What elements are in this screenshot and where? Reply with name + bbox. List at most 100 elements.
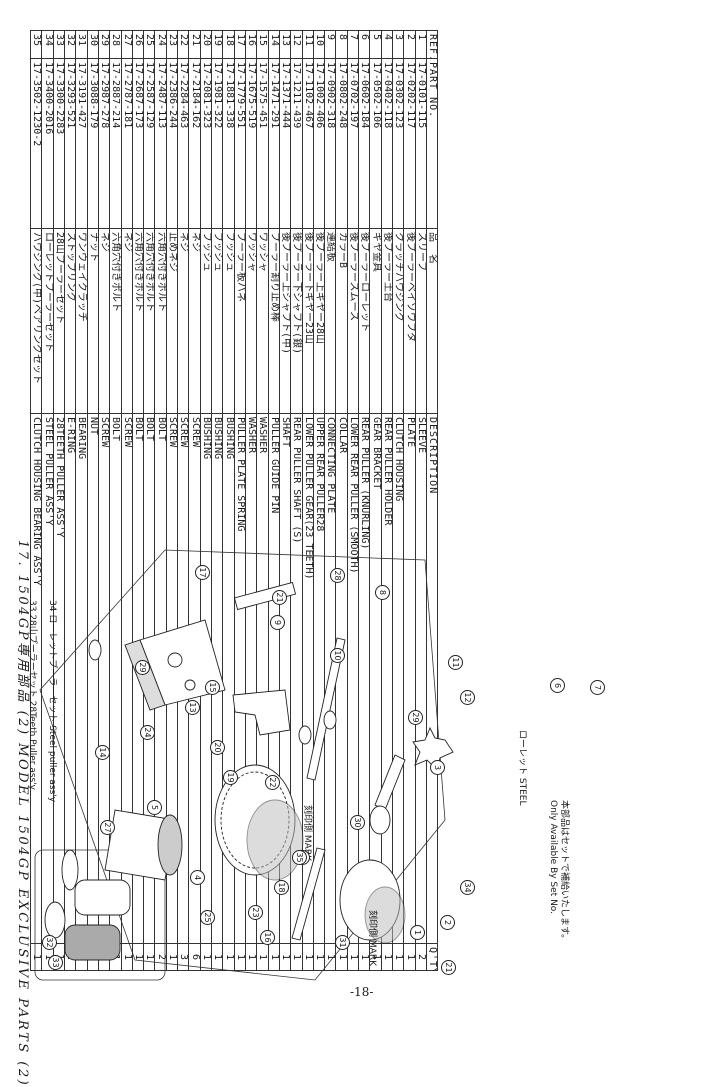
exploded-diagram [20,520,465,990]
knurl-label-jp: ローレット [517,730,527,776]
callout-bubble: 35 [292,850,307,865]
cell-name-jp: ナット [87,228,99,414]
cell-name-jp: 六角穴付きボルト [155,228,167,414]
cell-part-no: 17-0902-318 [324,58,336,229]
callout-bubble: 6 [550,678,565,693]
callout-bubble: 16 [260,930,275,945]
cell-name-jp: ワンウェイクラッチ [75,228,88,414]
cell-name-jp: 後プーラーベイゾウフタ [403,228,416,414]
callout-bubble: 34 [460,880,475,895]
cell-ref: 1 [415,30,427,59]
cell-part-no: 17-0502-106 [369,58,382,229]
cell-part-no: 17-2487-113 [155,58,167,229]
cell-ref: 16 [245,30,257,59]
cell-ref: 22 [177,30,189,59]
callout-bubble: 4 [190,870,205,885]
cell-part-no: 17-1675-519 [245,58,257,229]
cell-ref: 13 [279,30,291,59]
set34-legend: 34 ローレットプーラーセット Steel puller ass'y [47,600,60,802]
cell-ref: 11 [302,30,314,59]
manual-page: REF. NO. PART NO. 品 名 DESCRIPTION Q'TY 1… [15,30,605,1087]
callout-bubble: 24 [140,725,155,740]
callout-bubble: 22 [265,775,280,790]
assembly-frame [39,549,446,981]
cell-ref: 20 [200,30,212,59]
cell-ref: 18 [222,30,235,59]
cell-name-jp: 後プーラー上シャフト(中) [279,228,291,414]
callout-bubble: 5 [147,800,162,815]
header-name: 品 名 [426,228,438,414]
callout-bubble: 30 [350,815,365,830]
callout-bubble: 21 [441,960,456,975]
cell-ref: 19 [211,30,223,59]
cell-part-no: 17-0802-248 [336,58,348,229]
cell-ref: 5 [369,30,382,59]
steel-label: STEEL [517,777,527,806]
cell-part-no: 17-1981-322 [211,58,223,229]
cell-ref: 24 [155,30,167,59]
cell-name-jp: ローレットプーラーセット [41,228,54,414]
cell-name-jp: ブッシュ [211,228,223,414]
cell-name-jp: ブッシュ [200,228,212,414]
callout-bubble: 28 [330,568,345,583]
callout-bubble: 9 [270,615,285,630]
set33-legend: 33 28山プーラーセット 28Teeth Puller ass'y [27,600,40,790]
cell-ref: 25 [143,30,155,59]
cell-part-no: 17-3191-427 [75,58,88,229]
cell-name-jp: 後プーラー土台 [381,228,393,414]
cell-part-no: 17-3300-2283 [53,58,65,229]
cell-name-jp: スリーブ [415,228,427,414]
cell-ref: 31 [75,30,88,59]
callout-bubble: 21 [272,590,287,605]
callout-bubble: 27 [100,820,115,835]
callout-bubble: 31 [335,935,350,950]
sleeve-and-plate-drawing [44,849,79,939]
knurl-and-smooth-puller-drawing [64,879,131,961]
callout-bubble: 32 [42,935,57,950]
cell-ref: 35 [30,30,42,59]
cell-part-no: 17-2081-323 [200,58,212,229]
cell-ref: 4 [381,30,393,59]
mark2-label-jp: 刻印側 [367,910,377,938]
knurl-label: ローレット STEEL [517,730,530,806]
cell-ref: 2 [403,30,416,59]
cell-ref: 9 [324,30,336,59]
cell-name-jp: 六角穴付きボルト [109,228,122,414]
rear-puller-holder-drawing [124,619,226,711]
cell-part-no: 17-3400-2016 [41,58,54,229]
cell-part-no: 17-0402-118 [381,58,393,229]
cell-part-no: 17-0702-197 [347,58,359,229]
cell-ref: 17 [234,30,246,59]
cell-name-jp: ワッシャ [245,228,257,414]
set34-ref: 34 [47,600,57,612]
cell-name-jp: ネジ [188,228,201,414]
cell-ref: 26 [132,30,144,59]
cell-part-no: 17-0101-115 [415,58,427,229]
cell-ref: 15 [256,30,269,59]
callout-bubble: 17 [195,565,210,580]
cell-ref: 3 [392,30,404,59]
callout-bubble: 2 [440,915,455,930]
cell-part-no: 17-3293-521 [64,58,76,229]
cell-name-jp: ストップリング [64,228,76,414]
cell-part-no: 17-3088-179 [87,58,99,229]
callout-bubble: 29 [135,660,150,675]
cell-name-jp: 後プーラーローレット [358,228,370,414]
exploded-diagram-svg [34,549,454,981]
mark-label-jp: 刻印側 [302,805,312,833]
set33-en: 28Teeth Puller ass'y [27,700,37,791]
set35-note-jp: 本部品はセットで補給いたします。 [559,800,569,944]
cell-name-jp: ネジ [177,228,189,414]
cell-ref: 28 [109,30,122,59]
cell-name-jp: カラーB [336,228,348,414]
cell-ref: 10 [313,30,325,59]
bushings-drawing [88,639,337,745]
connecting-plate-drawing [369,754,406,835]
callout-bubble: 1 [410,925,425,940]
cell-ref: 30 [87,30,99,59]
page-number: -18- [350,985,374,999]
callout-bubble: 10 [330,648,345,663]
cell-part-no: 17-2386-244 [166,58,178,229]
cell-name-jp: プーラー板バネ [234,228,246,414]
mark2-label-en: MARK [367,939,377,966]
